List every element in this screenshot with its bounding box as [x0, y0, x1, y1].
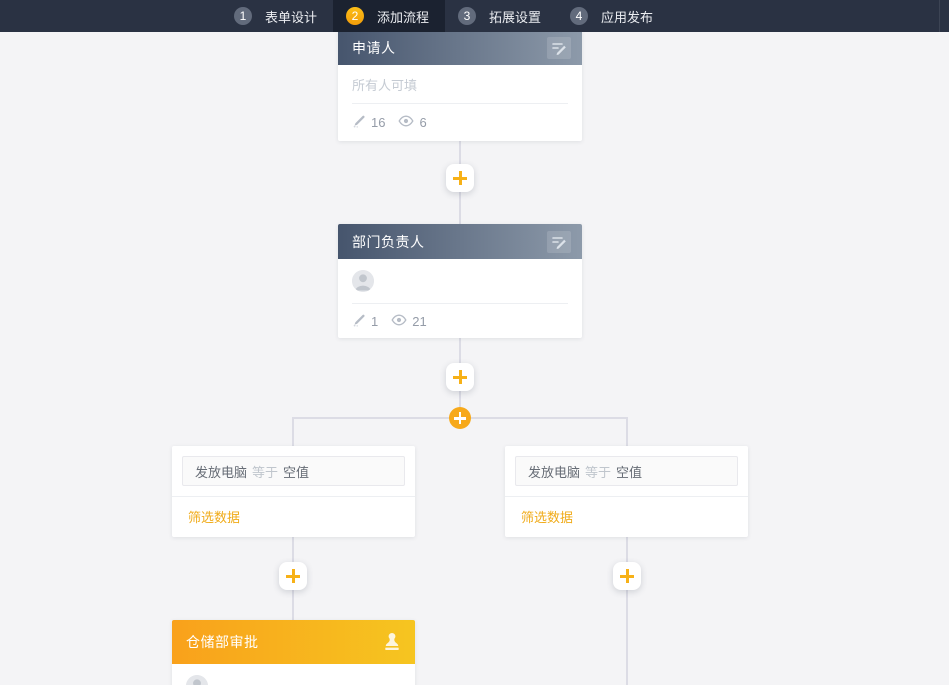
divider [172, 496, 415, 497]
add-node-button[interactable] [279, 562, 307, 590]
node-applicant-header: 申请人 [338, 30, 582, 65]
condition-field: 发放电脑 [195, 464, 248, 480]
topbar-separator [939, 0, 940, 32]
add-branch-button[interactable] [449, 407, 471, 429]
eye-icon [391, 314, 407, 329]
node-title: 仓储部审批 [186, 634, 259, 650]
step-label: 表单设计 [265, 9, 318, 25]
filter-data-link[interactable]: 筛选数据 [188, 510, 241, 525]
condition-operator: 等于 [585, 464, 612, 480]
view-count: 6 [419, 115, 427, 130]
divider [352, 103, 568, 104]
node-title: 申请人 [352, 39, 396, 56]
connector-line [626, 537, 628, 685]
divider [352, 303, 568, 304]
condition-field: 发放电脑 [528, 464, 581, 480]
condition-expression[interactable]: 发放电脑 等于 空值 [182, 456, 405, 486]
step-number: 4 [570, 7, 588, 25]
eye-icon [398, 115, 415, 130]
avatar [352, 270, 374, 292]
edit-icon [352, 114, 366, 131]
connector-line [626, 417, 628, 447]
node-approval-body [172, 664, 415, 685]
node-manager-header: 部门负责人 [338, 224, 582, 259]
node-department-manager[interactable]: 部门负责人 1 21 [338, 224, 582, 338]
avatar [186, 675, 208, 685]
step-app-publish[interactable]: 4 应用发布 [557, 0, 669, 32]
edit-count: 16 [371, 115, 386, 130]
node-warehouse-approval[interactable]: 仓储部审批 [172, 620, 415, 685]
stamp-icon [379, 630, 405, 654]
add-node-button[interactable] [446, 164, 474, 192]
condition-value: 空值 [283, 464, 310, 480]
step-number: 1 [234, 7, 252, 25]
node-manager-body [338, 259, 582, 303]
step-label: 添加流程 [377, 9, 430, 25]
node-applicant-stats: 16 6 [338, 104, 582, 141]
step-number: 2 [346, 7, 364, 25]
step-number: 3 [458, 7, 476, 25]
node-manager-stats: 1 21 [338, 304, 582, 338]
steps-navbar: 1 表单设计 2 添加流程 3 拓展设置 4 应用发布 [0, 0, 949, 32]
node-applicant-body: 所有人可填 [338, 65, 582, 103]
edit-count: 1 [371, 313, 379, 329]
form-edit-icon [546, 36, 572, 60]
condition-expression[interactable]: 发放电脑 等于 空值 [515, 456, 738, 486]
edit-icon [352, 313, 366, 330]
add-node-button[interactable] [613, 562, 641, 590]
node-applicant[interactable]: 申请人 所有人可填 16 6 [338, 30, 582, 141]
node-approval-header: 仓储部审批 [172, 620, 415, 664]
node-title: 部门负责人 [352, 233, 425, 250]
condition-operator: 等于 [252, 464, 279, 480]
form-edit-icon [546, 230, 572, 254]
condition-node-right[interactable]: 发放电脑 等于 空值 筛选数据 [505, 446, 748, 537]
step-add-process[interactable]: 2 添加流程 [333, 0, 445, 32]
divider [505, 496, 748, 497]
step-extended-settings[interactable]: 3 拓展设置 [445, 0, 557, 32]
filter-data-link[interactable]: 筛选数据 [521, 510, 574, 525]
step-form-design[interactable]: 1 表单设计 [221, 0, 333, 32]
connector-line [292, 417, 294, 447]
view-count: 21 [412, 313, 427, 329]
condition-value: 空值 [616, 464, 643, 480]
step-label: 拓展设置 [489, 9, 542, 25]
condition-node-left[interactable]: 发放电脑 等于 空值 筛选数据 [172, 446, 415, 537]
step-label: 应用发布 [601, 9, 654, 25]
add-node-button[interactable] [446, 363, 474, 391]
assignee-placeholder: 所有人可填 [352, 77, 418, 93]
